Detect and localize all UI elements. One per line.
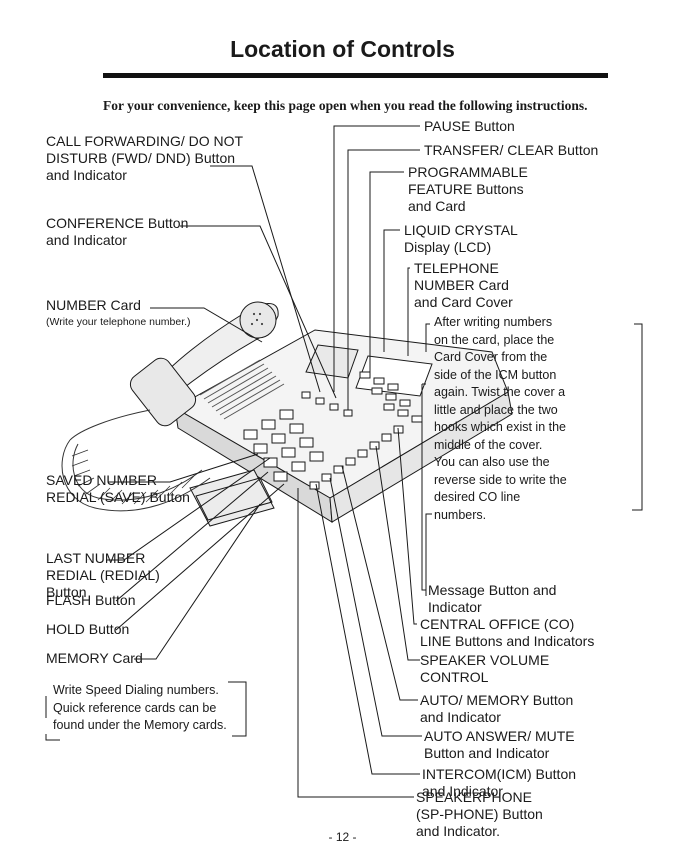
label-line: LINE Buttons and Indicators — [420, 633, 595, 649]
label-line: Indicator — [428, 599, 482, 615]
title-rule — [103, 73, 608, 78]
note-line: again. Twist the cover a — [434, 385, 566, 399]
note-line: You can also use the — [434, 455, 550, 469]
label-message: Message Button and Indicator — [428, 582, 556, 616]
label-line: and Indicator — [46, 167, 127, 183]
label-line: CENTRAL OFFICE (CO) — [420, 616, 575, 632]
label-line: REDIAL (REDIAL) — [46, 567, 160, 583]
label-line: and Card Cover — [414, 294, 513, 310]
label-saved-number: SAVED NUMBER REDIAL (SAVE) Button — [46, 472, 190, 506]
note-line: Write Speed Dialing numbers. — [53, 683, 219, 697]
label-co-line: CENTRAL OFFICE (CO) LINE Buttons and Ind… — [420, 616, 594, 650]
label-flash: FLASH Button — [46, 592, 136, 608]
label-programmable: PROGRAMMABLE FEATURE Buttons and Card — [408, 164, 528, 215]
label-number-card: NUMBER Card — [46, 297, 141, 313]
label-line: and Indicator — [46, 232, 127, 248]
label-line: LIQUID CRYSTAL — [404, 222, 518, 238]
label-intercom: INTERCOM(ICM) Button and Indicator — [422, 766, 576, 800]
label-line: and Indicator — [422, 783, 503, 799]
note-line: Card Cover from the — [434, 350, 548, 364]
label-line: PROGRAMMABLE — [408, 164, 528, 180]
note-line: middle of the cover. — [434, 437, 543, 452]
label-line: NUMBER Card — [414, 277, 509, 293]
label-last-number: LAST NUMBER REDIAL (REDIAL) Button — [46, 550, 160, 601]
label-memory-card: MEMORY Card — [46, 650, 143, 666]
label-line: CALL FORWARDING/ DO NOT — [46, 133, 244, 149]
label-line: Button and Indicator — [424, 745, 550, 761]
label-line: TELEPHONE — [414, 260, 499, 276]
label-line: Button — [46, 584, 87, 600]
label-line: (SP-PHONE) Button — [416, 806, 543, 822]
label-transfer: TRANSFER/ CLEAR Button — [424, 142, 599, 158]
note-line: reverse side to write the — [434, 472, 567, 487]
note-line: on the card, place the — [434, 332, 555, 347]
coil-cord — [61, 409, 211, 512]
handset — [129, 301, 279, 427]
label-line: LAST NUMBER — [46, 550, 146, 566]
label-line: CONTROL — [420, 669, 489, 685]
memory-card-note: Write Speed Dialing numbers. Quick refer… — [53, 682, 227, 735]
note-line: Quick reference cards can be — [53, 700, 217, 715]
card-cover-note: After writing numbers on the card, place… — [434, 314, 638, 524]
label-line: SAVED NUMBER — [46, 472, 157, 488]
label-line: CONFERENCE Button — [46, 215, 189, 231]
label-line: SPEAKER VOLUME — [420, 652, 550, 668]
label-line: AUTO/ MEMORY Button — [420, 692, 574, 708]
note-line: desired CO line — [434, 490, 521, 504]
label-line: DISTURB (FWD/ DND) Button — [46, 150, 236, 166]
label-line: AUTO ANSWER/ MUTE — [424, 728, 575, 744]
label-call-forwarding: CALL FORWARDING/ DO NOT DISTURB (FWD/ DN… — [46, 133, 243, 184]
label-speaker-volume: SPEAKER VOLUME CONTROL — [420, 652, 549, 686]
label-line: Message Button and — [428, 582, 557, 598]
page-number: - 12 - — [328, 830, 357, 844]
label-lcd: LIQUID CRYSTAL Display (LCD) — [404, 222, 518, 256]
label-speakerphone: SPEAKERPHONE (SP-PHONE) Button and Indic… — [416, 789, 543, 840]
label-pause: PAUSE Button — [424, 118, 515, 134]
label-hold: HOLD Button — [46, 621, 130, 637]
label-line: and Card — [408, 198, 466, 214]
label-auto-memory: AUTO/ MEMORY Button and Indicator — [420, 692, 573, 726]
label-line: REDIAL (SAVE) Button — [46, 489, 190, 505]
label-line: SPEAKERPHONE — [416, 789, 532, 805]
intro-text: For your convenience, keep this page ope… — [103, 98, 588, 113]
page-title: Location of Controls — [230, 36, 455, 62]
note-line: side of the ICM button — [434, 367, 557, 382]
label-line: FEATURE Buttons — [408, 181, 524, 197]
label-conference: CONFERENCE Button and Indicator — [46, 215, 188, 249]
label-line: and Indicator. — [416, 823, 501, 839]
label-telephone-number: TELEPHONE NUMBER Card and Card Cover — [414, 260, 513, 311]
note-line: hooks which exist in the — [434, 420, 567, 434]
note-line: found under the Memory cards. — [53, 718, 227, 732]
phone-body — [173, 329, 513, 527]
note-line: little and place the two — [434, 402, 558, 417]
label-line: and Indicator — [420, 709, 501, 725]
label-auto-answer: AUTO ANSWER/ MUTE Button and Indicator — [424, 728, 575, 762]
note-line: After writing numbers — [434, 315, 553, 329]
note-line: numbers. — [434, 507, 487, 522]
label-line: INTERCOM(ICM) Button — [422, 766, 577, 782]
label-number-card-note: (Write your telephone number.) — [46, 316, 191, 328]
label-line: Display (LCD) — [404, 239, 492, 255]
